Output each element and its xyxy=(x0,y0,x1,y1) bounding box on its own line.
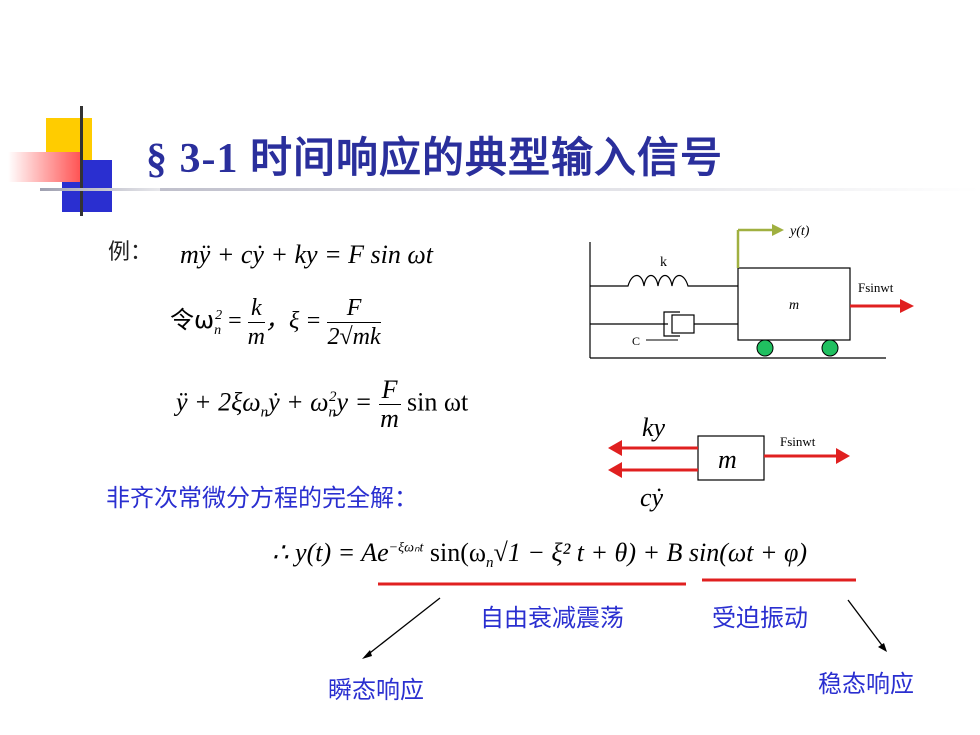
eq2-F: F xyxy=(327,294,381,323)
transient-response-label: 瞬态响应 xyxy=(328,676,424,704)
fbd-force-label: Fsinwt xyxy=(780,434,816,449)
eq3-m: m xyxy=(380,404,399,433)
solution-equation: ∴ y(t) = Ae−ξωₙt sin(ωn√1 − ξ² t + θ) + … xyxy=(272,538,807,572)
page-title: § 3-1 时间响应的典型输入信号 xyxy=(146,136,723,182)
free-oscillation-label: 自由衰减震荡 xyxy=(480,604,624,632)
eq3-sup2: 2 xyxy=(329,388,337,405)
title-rule xyxy=(160,188,980,191)
eq2-sep: ，ξ = xyxy=(265,308,328,335)
eq3-y: y = xyxy=(336,387,379,417)
damper-label: C xyxy=(632,334,640,348)
eq2-k: k xyxy=(247,294,265,323)
eq2-prefix: 令ω xyxy=(170,306,215,335)
sol-part1: ∴ y(t) = Ae xyxy=(272,538,389,567)
eq3-sin: sin ωt xyxy=(407,387,469,417)
force-label: Fsinwt xyxy=(858,280,894,295)
sol-part2: sin(ω xyxy=(423,538,487,567)
steady-response-label: 稳态响应 xyxy=(818,670,914,698)
eq3-mid: ẏ + ω xyxy=(268,387,329,417)
eq2-sub: n xyxy=(214,322,222,338)
eq2-m: m xyxy=(247,324,265,350)
sol-exp: −ξωₙt xyxy=(388,540,424,556)
example-label: 例： xyxy=(108,240,153,265)
sol-part3: √1 − ξ² t + θ) + B sin(ωt + φ) xyxy=(493,538,808,567)
solution-caption: 非齐次常微分方程的完全解： xyxy=(106,484,418,512)
eq3-sub2: n xyxy=(328,404,337,421)
fbd-cy-label: cẏ xyxy=(640,483,664,512)
eq2-eq: = xyxy=(222,308,248,335)
fbd-ky-label: ky xyxy=(642,414,666,442)
spring-mass-damper-diagram: m k C y(t) Fsinwt xyxy=(589,224,914,359)
free-body-diagram: m ky cẏ Fsinwt xyxy=(608,414,850,512)
eq2-sup: 2 xyxy=(215,308,223,324)
eq3-F: F xyxy=(378,376,401,405)
forced-vibration-label: 受迫振动 xyxy=(712,604,808,632)
displacement-label: y(t) xyxy=(788,224,810,239)
sol-sub: n xyxy=(486,555,494,572)
eq3-left: ÿ + 2ξω xyxy=(176,387,261,417)
ornament-graphic xyxy=(8,106,200,216)
mass-label: m xyxy=(789,298,799,313)
fbd-mass-label: m xyxy=(718,445,737,474)
eq3-sub1: n xyxy=(260,404,269,421)
eq2-den: 2√mk xyxy=(327,324,381,350)
equation-motion: mÿ + cẏ + ky = F sin ωt xyxy=(180,240,433,269)
title-ornament xyxy=(0,0,200,230)
spring-label: k xyxy=(660,255,667,270)
